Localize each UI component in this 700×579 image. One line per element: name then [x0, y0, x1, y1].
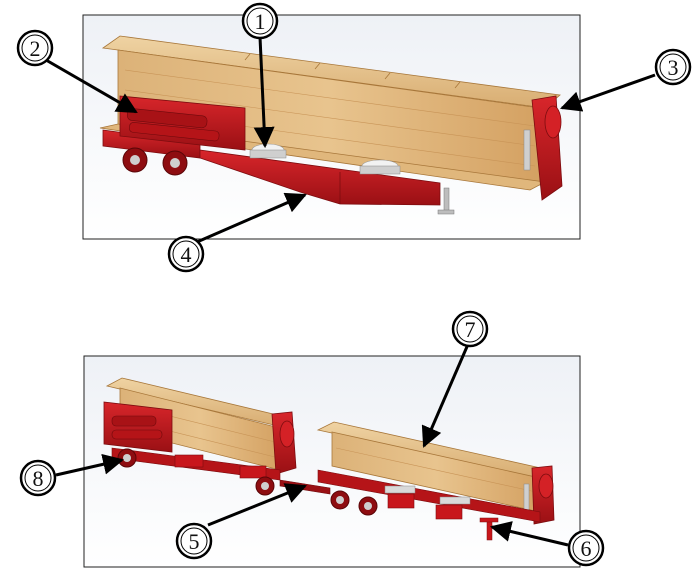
leader-4 [196, 192, 307, 244]
callout-3: 3 [654, 48, 692, 86]
leader-6 [489, 521, 569, 547]
callout-4-label: 4 [181, 242, 192, 267]
callout-5-label: 5 [189, 529, 200, 554]
callout-7: 7 [451, 310, 489, 348]
leader-8 [55, 453, 125, 477]
rear-end-unit [523, 95, 563, 201]
bottom-panel [83, 355, 581, 568]
callout-6-label: 6 [581, 536, 592, 561]
callout-8-label: 8 [33, 466, 44, 491]
front-power-unit [119, 95, 246, 151]
top-panel [82, 14, 581, 240]
callout-1: 1 [241, 2, 279, 40]
callout-1-label: 1 [255, 9, 266, 34]
callout-6: 6 [567, 529, 605, 567]
leader-5 [207, 483, 307, 527]
callout-8: 8 [19, 459, 57, 497]
leader-3 [560, 73, 656, 112]
beam-saddles [249, 143, 401, 175]
callout-3-label: 3 [668, 55, 679, 80]
rear-dolly [316, 421, 555, 541]
callout-4: 4 [167, 235, 205, 273]
callout-7-label: 7 [465, 317, 476, 342]
callout-2-label: 2 [30, 36, 41, 61]
callout-leaders [45, 36, 656, 547]
front-dolly [103, 377, 297, 496]
top-wheels [122, 147, 188, 176]
callout-2: 2 [16, 29, 54, 67]
leader-1 [253, 36, 275, 149]
leader-2 [45, 58, 138, 114]
leader-7 [421, 341, 471, 448]
callout-5: 5 [175, 522, 213, 560]
